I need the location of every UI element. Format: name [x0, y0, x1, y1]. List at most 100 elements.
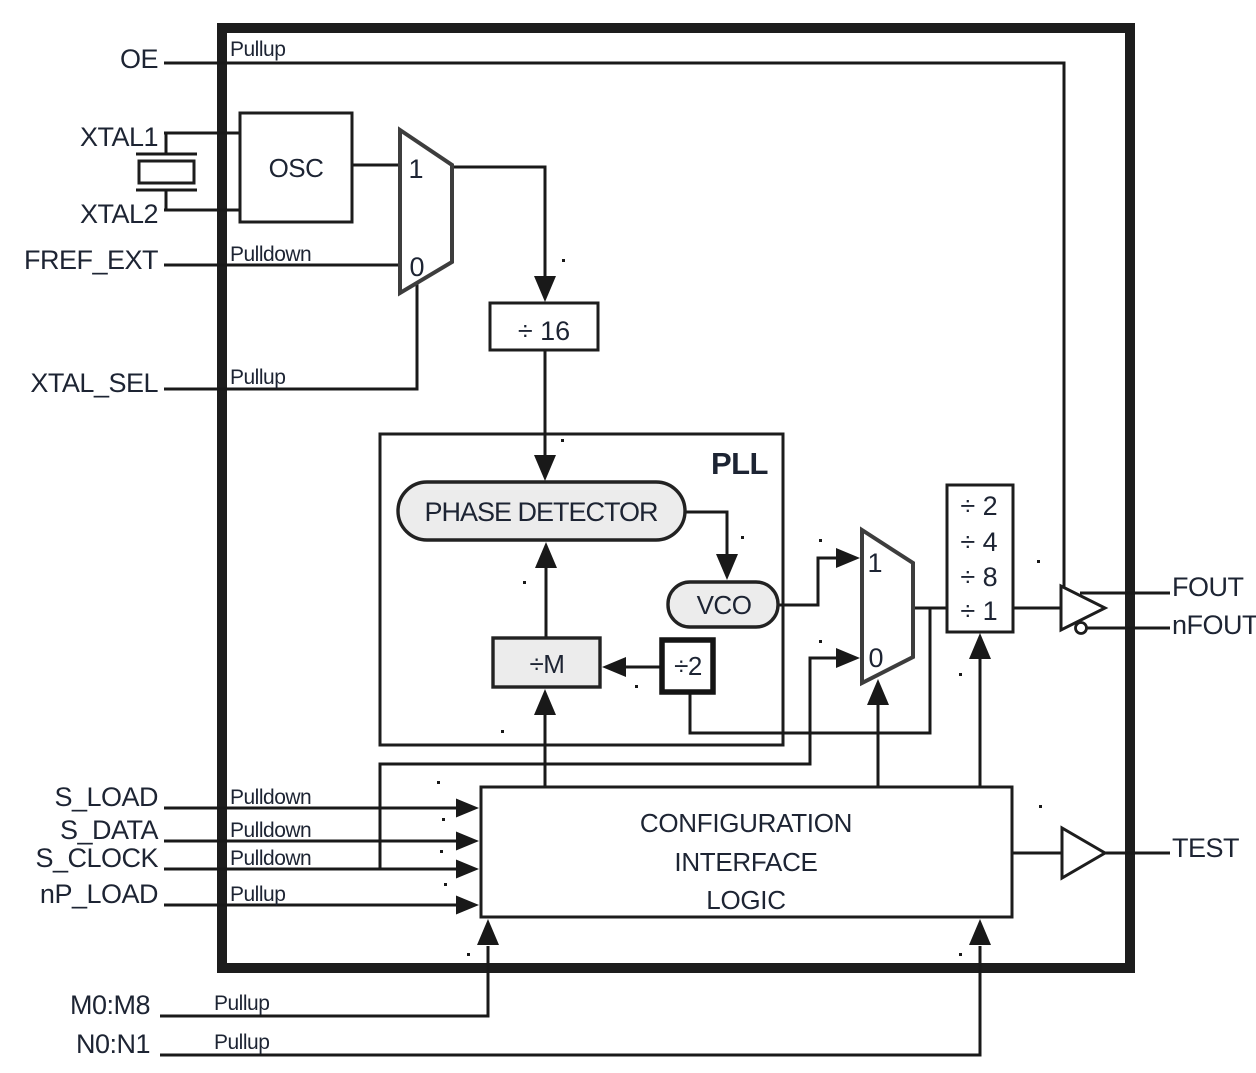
arrow-outmux-select	[867, 679, 889, 705]
output-divider-block	[945, 483, 1015, 634]
divm-label: ÷M	[530, 649, 565, 679]
dot	[437, 781, 440, 784]
dot	[561, 439, 564, 442]
dot	[444, 883, 447, 886]
wire-xtal-sel	[164, 283, 419, 391]
pin-label-xtal2: XTAL2	[80, 199, 158, 229]
wire-m0-m8	[160, 946, 490, 1018]
wire-n0-n1	[160, 946, 982, 1057]
osc-label: OSC	[269, 153, 324, 183]
pull-s-clock: Pulldown	[230, 847, 311, 870]
arrow-outmux-in1	[836, 548, 860, 568]
output-divider-option-8: ÷ 8	[960, 562, 997, 592]
config-label-line3: LOGIC	[706, 885, 785, 915]
wire-vco-out	[778, 556, 838, 607]
dot	[635, 685, 638, 688]
dot	[959, 953, 962, 956]
div2-feedback-block	[659, 637, 716, 695]
dot	[562, 259, 565, 262]
config-label-line2: INTERFACE	[674, 847, 817, 877]
div2-label: ÷2	[674, 651, 702, 681]
crystal-symbol	[136, 152, 197, 192]
wire-outmux-in0	[378, 656, 838, 869]
dot	[440, 850, 443, 853]
out-mux-in0-label: 0	[868, 643, 883, 673]
test-buffer	[1060, 825, 1108, 881]
pull-s-data: Pulldown	[230, 819, 311, 842]
dot	[959, 673, 962, 676]
vco-label: VCO	[697, 590, 752, 620]
pin-label-np-load: nP_LOAD	[40, 879, 158, 909]
dot	[819, 539, 822, 542]
pin-label-fref-ext: FREF_EXT	[24, 245, 158, 275]
ref-mux-in0-label: 0	[409, 252, 424, 282]
osc-block	[238, 111, 354, 224]
output-divider-option-1: ÷ 1	[960, 596, 997, 626]
arrow-into-vco	[716, 554, 738, 580]
pull-n0-n1: Pullup	[214, 1031, 269, 1054]
pin-label-xtal1: XTAL1	[80, 122, 158, 152]
pull-oe: Pullup	[230, 38, 285, 61]
vco-block	[666, 580, 780, 629]
divm-block	[491, 636, 602, 689]
pin-label-fout: FOUT	[1172, 572, 1244, 602]
dot	[523, 581, 526, 584]
pull-m0-m8: Pullup	[214, 992, 269, 1015]
out-mux-in1-label: 1	[867, 548, 882, 578]
div16-label: ÷ 16	[518, 316, 570, 346]
phase-detector-block	[396, 480, 687, 542]
dot	[741, 536, 744, 539]
arrow-s-load	[456, 798, 479, 818]
ref-mux	[398, 126, 454, 297]
ref-mux-in1-label: 1	[408, 154, 423, 184]
pin-label-xtal-sel: XTAL_SEL	[30, 368, 158, 398]
pin-label-nfout: nFOUT	[1172, 610, 1256, 640]
arrow-s-data	[456, 831, 479, 851]
arrow-np-load	[456, 895, 479, 915]
output-mux	[860, 526, 915, 687]
pin-label-n0-n1: N0:N1	[76, 1029, 150, 1059]
dot	[442, 818, 445, 821]
output-divider-option-4: ÷ 4	[960, 527, 997, 557]
arrow-into-div16	[534, 276, 556, 302]
arrow-div2-to-divm	[602, 657, 626, 677]
dot	[1039, 805, 1042, 808]
div16-block	[488, 301, 600, 352]
wires	[160, 61, 1170, 1057]
inverter-bubble	[1074, 621, 1088, 635]
pll-block	[378, 432, 785, 747]
wire-feedback	[688, 608, 932, 735]
arrow-s-clock	[456, 859, 479, 879]
arrow-m-into-config	[477, 919, 499, 945]
pull-s-load: Pulldown	[230, 786, 311, 809]
arrowheads	[456, 276, 991, 945]
crystal-body	[137, 159, 196, 185]
arrow-into-phase-detector	[534, 455, 556, 481]
pin-label-s-load: S_LOAD	[54, 782, 158, 812]
wire-phase-detector-out	[685, 510, 729, 556]
pin-label-s-data: S_DATA	[60, 815, 159, 845]
print-dots	[437, 259, 1042, 956]
pin-label-s-clock: S_CLOCK	[35, 843, 158, 873]
pin-label-oe: OE	[120, 44, 158, 74]
pull-np-load: Pullup	[230, 883, 285, 906]
output-divider-option-2: ÷ 2	[960, 491, 997, 521]
arrow-divm-to-pd	[535, 542, 557, 568]
phase-detector-label: PHASE DETECTOR	[424, 497, 658, 527]
arrow-n-into-config	[969, 919, 991, 945]
wire-oe	[164, 61, 1066, 588]
dot	[467, 953, 470, 956]
pin-label-test: TEST	[1172, 833, 1239, 863]
pull-fref-ext: Pulldown	[230, 243, 311, 266]
pin-label-m0-m8: M0:M8	[70, 990, 150, 1020]
config-label-line1: CONFIGURATION	[640, 808, 852, 838]
config-logic-block	[479, 785, 1014, 919]
dot	[819, 640, 822, 643]
pll-label: PLL	[711, 446, 768, 481]
arrow-n-select	[969, 633, 991, 659]
wire-refmux-out	[452, 165, 547, 278]
arrow-outmux-in0	[836, 648, 860, 668]
dot	[501, 730, 504, 733]
